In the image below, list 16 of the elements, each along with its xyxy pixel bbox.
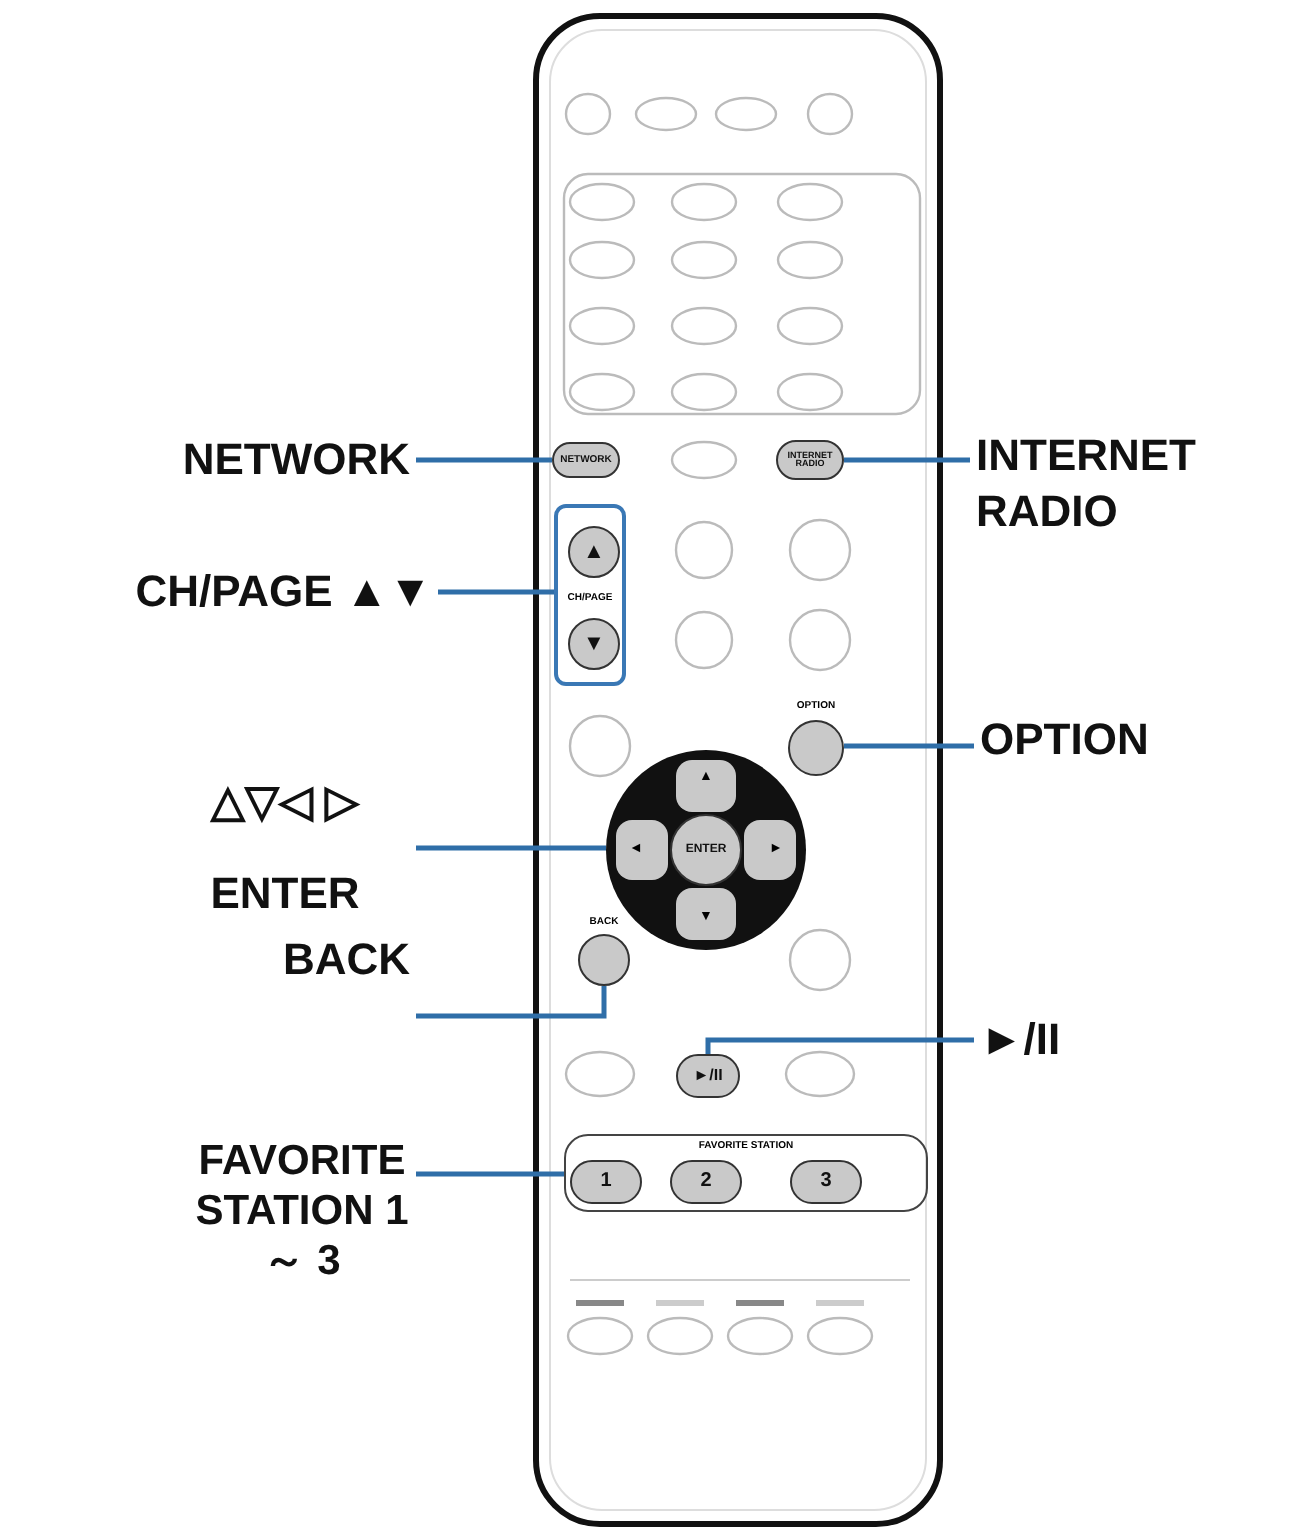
callout-label: OPTION bbox=[980, 712, 1220, 768]
leader-line bbox=[416, 845, 606, 851]
leader-line bbox=[416, 1171, 564, 1177]
leader-line bbox=[844, 743, 974, 749]
leader-line bbox=[416, 986, 607, 1019]
leader-line bbox=[705, 1037, 974, 1054]
callout-label: NETWORK bbox=[120, 432, 410, 488]
leader-line bbox=[438, 589, 554, 595]
callout-label: ►/II bbox=[980, 1012, 1140, 1068]
leader-line bbox=[844, 457, 970, 463]
callout-label: FAVORITE STATION 1 ～ 3 bbox=[194, 1136, 410, 1292]
callout-label: INTERNET RADIO bbox=[976, 428, 1226, 540]
button-group bbox=[554, 504, 626, 686]
callout-label: CH/PAGE ▲▼ bbox=[40, 564, 432, 620]
leader-line bbox=[416, 457, 552, 463]
button-group bbox=[564, 1134, 928, 1212]
